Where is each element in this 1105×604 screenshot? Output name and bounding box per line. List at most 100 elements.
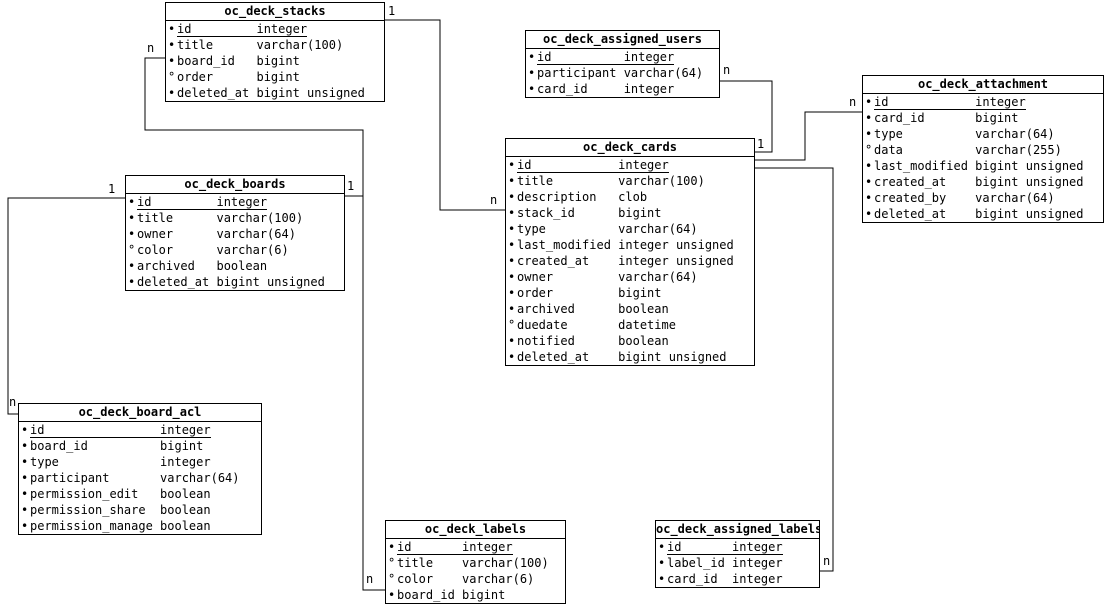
column-name: label_id — [667, 556, 725, 570]
required-bullet-icon: • — [865, 175, 873, 189]
required-bullet-icon: • — [388, 540, 396, 554]
required-bullet-icon: • — [865, 207, 873, 221]
cardinality-label-boards-labels-to: n — [366, 572, 374, 586]
column-type: integer — [462, 539, 513, 554]
column-type: varchar(64) — [618, 222, 698, 236]
column-type: varchar(100) — [618, 174, 705, 188]
nullable-bullet-icon: ° — [388, 572, 396, 586]
relationship-line-boards-labels — [362, 196, 385, 591]
required-bullet-icon: • — [168, 38, 176, 52]
column-name: type — [874, 127, 903, 141]
required-bullet-icon: • — [128, 195, 136, 209]
column-name: id — [537, 49, 552, 64]
required-bullet-icon: • — [21, 423, 29, 437]
column-type: boolean — [618, 302, 669, 316]
column-type: varchar(64) — [618, 270, 698, 284]
column-name: created_at — [874, 175, 947, 189]
column-name: board_id — [30, 439, 88, 453]
column-type: integer — [732, 572, 783, 586]
column-definition: board_id bigint — [30, 439, 203, 453]
table-title: oc_deck_attachment — [863, 76, 1103, 94]
column-name: id — [667, 539, 682, 554]
column-type: boolean — [618, 334, 669, 348]
column-type: datetime — [618, 318, 676, 332]
required-bullet-icon: • — [658, 556, 666, 570]
column-name: id — [30, 422, 45, 437]
column-type: integer — [160, 422, 211, 437]
required-bullet-icon: • — [508, 174, 516, 188]
required-bullet-icon: • — [508, 254, 516, 268]
required-bullet-icon: • — [528, 82, 536, 96]
column-type: clob — [618, 190, 648, 204]
column-name: permission_manage — [30, 519, 153, 533]
column-definition: duedate datetime — [517, 318, 676, 332]
column-name: created_at — [517, 254, 590, 268]
required-bullet-icon: • — [508, 158, 516, 172]
required-bullet-icon: • — [508, 222, 516, 236]
column-type: bigint — [160, 439, 204, 453]
table-title: oc_deck_assigned_users — [526, 31, 719, 49]
column-type: bigint — [618, 206, 662, 220]
column-name: order — [177, 70, 214, 84]
required-bullet-icon: • — [508, 238, 516, 252]
relationship-line-stacks-cards — [385, 19, 505, 211]
required-bullet-icon: • — [21, 519, 29, 533]
table-title: oc_deck_cards — [506, 139, 754, 157]
column-type: integer — [256, 21, 308, 36]
column-name: deleted_at — [177, 86, 250, 100]
required-bullet-icon: • — [528, 66, 536, 80]
column-name: last_modified — [874, 159, 968, 173]
column-type: varchar(6) — [216, 243, 289, 257]
column-name: color — [397, 572, 434, 586]
column-name: description — [517, 190, 597, 204]
column-type: bigint unsigned — [216, 275, 325, 289]
column-type: varchar(64) — [975, 191, 1055, 205]
column-name: title — [137, 211, 174, 225]
column-name: duedate — [517, 318, 568, 332]
relationship-line-cards-assigned_labels — [755, 167, 834, 572]
required-bullet-icon: • — [128, 259, 136, 273]
column-type: varchar(64) — [216, 227, 296, 241]
required-bullet-icon: • — [128, 227, 136, 241]
column-name: archived — [517, 302, 575, 316]
column-type: varchar(100) — [216, 211, 304, 225]
